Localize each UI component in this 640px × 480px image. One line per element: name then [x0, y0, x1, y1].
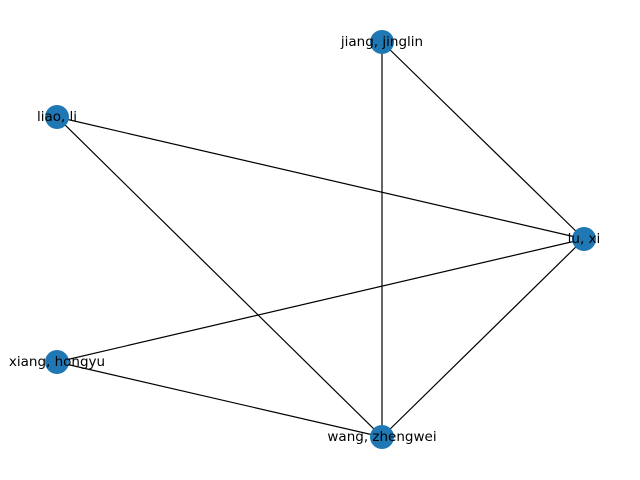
edge-liao-lu — [56, 116, 585, 240]
node-label-liao: liao, li — [37, 109, 77, 125]
edges-layer — [56, 41, 585, 438]
node-label-lu: lu, xi — [568, 231, 601, 247]
nodes-layer — [45, 30, 596, 449]
edge-jiang-lu — [381, 41, 585, 240]
node-xiang — [45, 350, 69, 374]
node-wang — [370, 425, 394, 449]
node-lu — [572, 227, 596, 251]
edge-xiang-wang — [56, 361, 383, 438]
edge-lu-xiang — [56, 238, 585, 363]
labels-layer: jiang, jinglin liao, li lu, xi xiang, hongy… — [9, 34, 600, 445]
node-label-wang: wang, zhengwei — [327, 429, 436, 445]
edge-lu-wang — [381, 238, 585, 438]
node-label-jiang: jiang, jinglin — [340, 34, 423, 50]
node-liao — [45, 105, 69, 129]
node-jiang — [370, 30, 394, 54]
edge-liao-wang — [56, 116, 383, 438]
node-label-xiang: xiang, hongyu — [9, 354, 105, 370]
